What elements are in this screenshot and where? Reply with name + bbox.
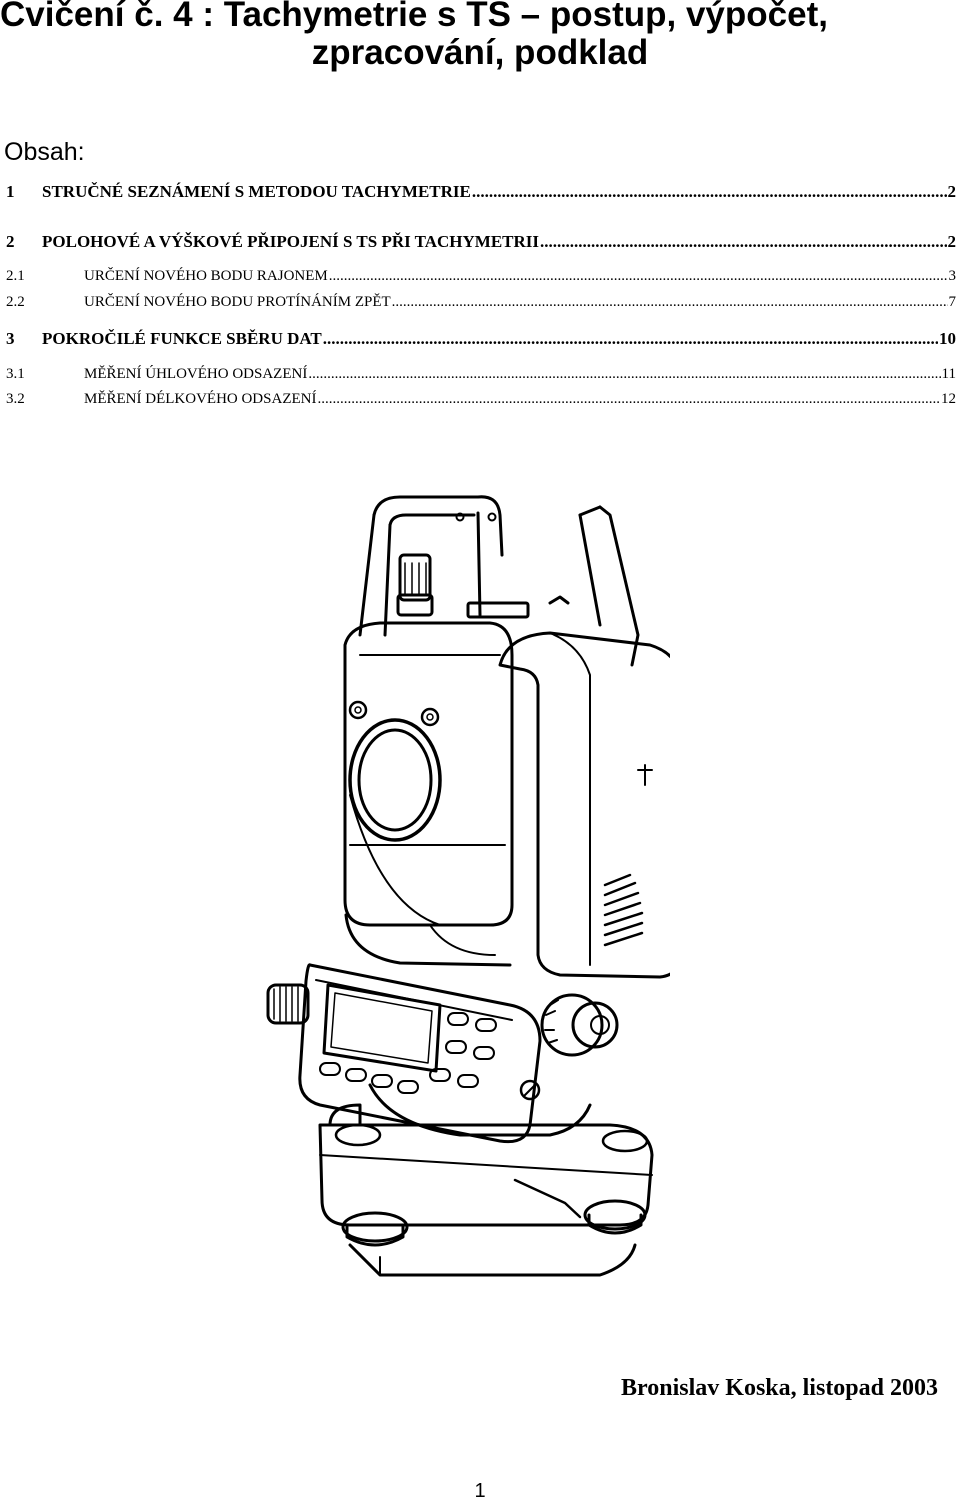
toc-leader-dots xyxy=(317,391,940,408)
toc-entry-title: URČENÍ NOVÉHO BODU RAJONEM xyxy=(84,268,328,284)
toc-entry-title: STRUČNÉ SEZNÁMENÍ S METODOU TACHYMETRIE xyxy=(42,182,471,201)
toc-entry-title: MĚŘENÍ DÉLKOVÉHO ODSAZENÍ xyxy=(84,391,317,407)
total-station-illustration xyxy=(266,495,670,1277)
toc-entry-number: 2.1 xyxy=(6,268,25,284)
toc-leader-dots xyxy=(540,232,946,252)
toc-entry-page: 2 xyxy=(947,182,957,201)
toc-entry-number: 3.2 xyxy=(6,391,25,407)
toc-entry-page: 7 xyxy=(948,294,957,310)
toc-entry-title: MĚŘENÍ ÚHLOVÉHO ODSAZENÍ xyxy=(84,366,308,382)
toc-entry-page: 12 xyxy=(941,391,956,407)
page-number: 1 xyxy=(474,1480,486,1502)
toc-entry-number: 3 xyxy=(6,329,15,348)
toc-leader-dots xyxy=(329,268,948,285)
toc-entry[interactable]: 3.2 MĚŘENÍ DÉLKOVÉHO ODSAZENÍ 12 xyxy=(6,391,956,408)
toc-leader-dots xyxy=(392,294,948,311)
toc-entry-title: POKROČILÉ FUNKCE SBĚRU DAT xyxy=(42,329,322,348)
toc-entry[interactable]: 1 STRUČNÉ SEZNÁMENÍ S METODOU TACHYMETRI… xyxy=(6,182,956,202)
title-line-2: zpracování, podklad xyxy=(311,33,649,72)
toc-entry-number: 2 xyxy=(6,232,15,251)
toc-entry[interactable]: 2.2 URČENÍ NOVÉHO BODU PROTÍNÁNÍM ZPĚT 7 xyxy=(6,294,956,311)
toc-entry[interactable]: 2 POLOHOVÉ A VÝŠKOVÉ PŘIPOJENÍ S TS PŘI … xyxy=(6,232,956,252)
toc-heading: Obsah: xyxy=(4,138,85,166)
toc-entry-number: 3.1 xyxy=(6,366,25,382)
title-line-1: Cvičení č. 4 : Tachymetrie s TS – postup… xyxy=(0,0,828,34)
toc-entry-page: 10 xyxy=(939,329,956,348)
toc-entry-title: URČENÍ NOVÉHO BODU PROTÍNÁNÍM ZPĚT xyxy=(84,294,391,310)
toc-entry-number: 1 xyxy=(6,182,15,201)
toc-entry-page: 3 xyxy=(948,268,957,284)
toc-entry-number: 2.2 xyxy=(6,294,25,310)
toc-leader-dots xyxy=(308,366,940,383)
toc-entry[interactable]: 3.1 MĚŘENÍ ÚHLOVÉHO ODSAZENÍ 11 xyxy=(6,366,956,383)
toc-entry[interactable]: 3 POKROČILÉ FUNKCE SBĚRU DAT 10 xyxy=(6,329,956,349)
toc-entry-page: 11 xyxy=(941,366,956,382)
toc-entry[interactable]: 2.1 URČENÍ NOVÉHO BODU RAJONEM 3 xyxy=(6,268,956,285)
toc-entry-page: 2 xyxy=(947,232,957,251)
toc-entry-title: POLOHOVÉ A VÝŠKOVÉ PŘIPOJENÍ S TS PŘI TA… xyxy=(42,232,540,251)
document-title: Cvičení č. 4 : Tachymetrie s TS – postup… xyxy=(0,0,960,72)
toc-leader-dots xyxy=(323,329,938,349)
author-and-date: Bronislav Koska, listopad 2003 xyxy=(621,1375,938,1401)
toc-leader-dots xyxy=(472,182,947,202)
